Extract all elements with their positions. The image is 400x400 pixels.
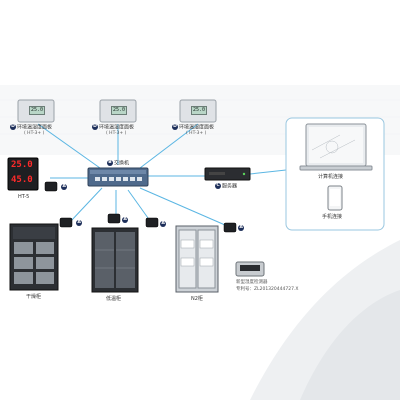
low-humidity-cabinet-label: 低温柜 bbox=[106, 296, 122, 302]
computer-label: 计算机连接 bbox=[318, 174, 344, 180]
sensor-panel-1-model: ( HT-3+ ) bbox=[24, 131, 45, 136]
ht5-graphic bbox=[7, 157, 39, 191]
server-badge: C bbox=[215, 183, 221, 189]
server-graphic bbox=[204, 167, 251, 181]
sensor-panel-2-badge: D bbox=[92, 124, 98, 130]
sensor-panel-3-label-text: 环境温湿度面板 bbox=[179, 124, 215, 131]
sensor-panel-3-display: 25.0 bbox=[191, 106, 207, 115]
switch-label-text: 交换机 bbox=[114, 160, 130, 167]
sensor-panel-2-display: 25.0 bbox=[111, 106, 127, 115]
switch-graphic bbox=[87, 167, 149, 187]
wireless-sensor-badge-letter: A bbox=[161, 221, 165, 226]
ht5-label: HT-5 bbox=[18, 194, 30, 200]
phone-label: 手机连接 bbox=[322, 214, 343, 220]
dryer-cabinet-label: 干燥柜 bbox=[26, 294, 42, 300]
sensor-panel-3-model: ( HT-3+ ) bbox=[186, 131, 207, 136]
patent-line-2: 专利号：ZL201320444727.X bbox=[236, 287, 299, 292]
ht5-temp-display: 25.0 bbox=[11, 160, 33, 170]
dryer-cabinet-graphic bbox=[9, 223, 59, 291]
sensor-panel-1-label-text: 环境温湿度面板 bbox=[17, 124, 53, 131]
client-panel-graphic bbox=[285, 117, 385, 231]
ht5-hum-display: 45.0 bbox=[11, 175, 33, 185]
sensor-panel-2-label-text: 环境温湿度面板 bbox=[99, 124, 135, 131]
wireless-sensor-badge-letter: A bbox=[77, 220, 81, 225]
sensor-panel-1-badge: D bbox=[10, 124, 16, 130]
humidity-detector-graphic bbox=[235, 261, 265, 277]
switch-badge: B bbox=[107, 160, 113, 166]
sensor-panel-2-model: ( HT-3+ ) bbox=[106, 131, 127, 136]
background-swoosh-2 bbox=[300, 290, 400, 400]
wireless-sensor-badges bbox=[61, 184, 244, 231]
n2-cabinet-label: N2柜 bbox=[191, 296, 203, 302]
wireless-sensor-badge-letter: A bbox=[123, 217, 127, 222]
server-label-text: 服务器 bbox=[222, 183, 238, 190]
patent-line-1: 新型湿度检测器 bbox=[236, 280, 268, 285]
sensor-panel-3-badge: D bbox=[172, 124, 178, 130]
sensor-panel-1-display: 25.0 bbox=[29, 106, 45, 115]
wireless-sensor-badge-letter: A bbox=[62, 184, 66, 189]
low-humidity-cabinet-graphic bbox=[91, 227, 139, 293]
wireless-sensor-tags bbox=[44, 181, 237, 233]
wireless-sensor-badge-letter: A bbox=[239, 225, 243, 230]
n2-cabinet-graphic bbox=[175, 225, 219, 293]
